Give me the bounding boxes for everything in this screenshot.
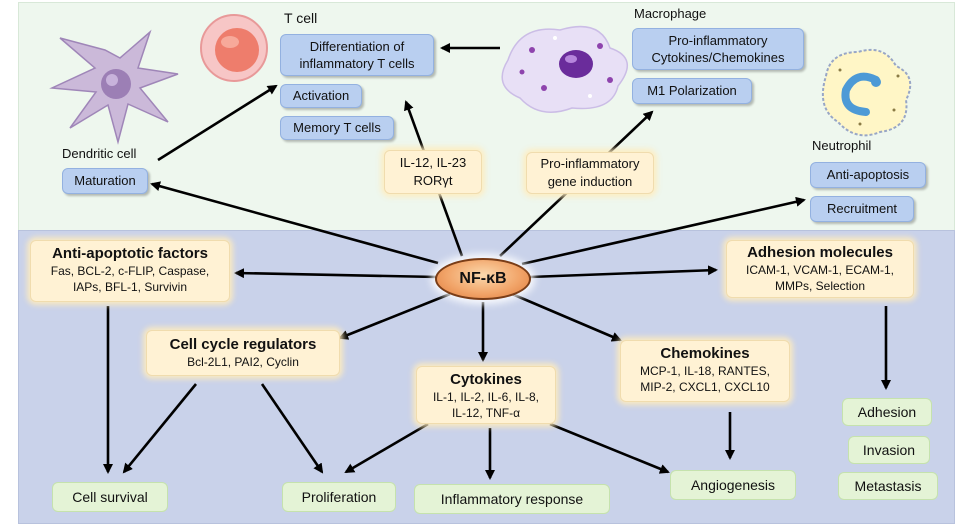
chemokines-title: Chemokines [660, 345, 750, 362]
nf-kb-node: NF-κB [435, 258, 531, 300]
proinflammatory-gene-label: Pro-inflammatory gene induction [526, 152, 654, 194]
neutrophil-recruitment: Recruitment [810, 196, 914, 222]
outcome-cell-survival: Cell survival [52, 482, 168, 512]
il12-connector-label: IL-12, IL-23 RORγt [384, 150, 482, 194]
anti-apoptotic-title: Anti-apoptotic factors [52, 245, 208, 262]
dendritic-cell-icon [49, 29, 179, 145]
neutrophil-anti-apoptosis: Anti-apoptosis [810, 162, 926, 188]
arrow-cell-cycle-to-proliferation [260, 383, 324, 474]
arrow-cytokines-to-proliferation [344, 422, 429, 474]
macrophage-cytokines: Pro-inflammatory Cytokines/Chemokines [632, 28, 804, 70]
t-cell-memory: Memory T cells [280, 116, 394, 140]
neutrophil-icon [822, 48, 912, 137]
macrophage-m1-polarization: M1 Polarization [632, 78, 752, 104]
cell-cycle-list: Bcl-2L1, PAI2, Cyclin [187, 355, 299, 369]
arrow-nfkb-to-chemokines [511, 292, 622, 342]
arrow-nfkb-to-dendritic [150, 181, 439, 265]
adhesion-molecules-module: Adhesion molecules ICAM-1, VCAM-1, ECAM-… [726, 240, 914, 298]
cell-cycle-title: Cell cycle regulators [169, 336, 317, 353]
anti-apoptotic-list: Fas, BCL-2, c-FLIP, Caspase, IAPs, BFL-1… [50, 264, 210, 294]
anti-apoptotic-module: Anti-apoptotic factors Fas, BCL-2, c-FLI… [30, 240, 230, 302]
t-cell-differentiation: Differentiation of inflammatory T cells [280, 34, 434, 76]
outcome-adhesion: Adhesion [842, 398, 932, 426]
chemokines-module: Chemokines MCP-1, IL-18, RANTES, MIP-2, … [620, 340, 790, 402]
outcome-metastasis: Metastasis [838, 472, 938, 500]
t-cell-icon [200, 14, 268, 82]
macrophage-icon [501, 25, 628, 113]
neutrophil-title: Neutrophil [812, 138, 872, 153]
arrow-nfkb-to-neutrophil [521, 196, 806, 266]
outcome-angiogenesis: Angiogenesis [670, 470, 796, 500]
arrow-dendritic-to-t-cell [157, 84, 278, 162]
t-cell-activation: Activation [280, 84, 362, 108]
cytokines-title: Cytokines [450, 371, 522, 388]
t-cell-title: T cell [284, 10, 318, 26]
dendritic-maturation: Maturation [62, 168, 148, 194]
arrow-nfkb-to-cell-cycle [338, 292, 451, 340]
cell-cycle-module: Cell cycle regulators Bcl-2L1, PAI2, Cyc… [146, 330, 340, 376]
outcome-proliferation: Proliferation [282, 482, 396, 512]
arrow-nfkb-to-adhesion [529, 265, 718, 279]
macrophage-title: Macrophage [634, 6, 707, 21]
cytokines-module: Cytokines IL-1, IL-2, IL-6, IL-8, IL-12,… [416, 366, 556, 424]
dendritic-cell-title: Dendritic cell [62, 146, 137, 161]
arrow-cytokines-to-angiogenesis [549, 422, 670, 474]
adhesion-molecules-title: Adhesion molecules [747, 244, 893, 261]
arrow-cell-cycle-to-survival [122, 383, 198, 474]
chemokines-list: MCP-1, IL-18, RANTES, MIP-2, CXCL1, CXCL… [639, 364, 771, 394]
outcome-invasion: Invasion [848, 436, 930, 464]
cytokines-list: IL-1, IL-2, IL-6, IL-8, IL-12, TNF-α [432, 390, 540, 420]
adhesion-molecules-list: ICAM-1, VCAM-1, ECAM-1, MMPs, Selection [745, 263, 895, 293]
outcome-inflammatory-response: Inflammatory response [414, 484, 610, 514]
arrow-nfkb-to-anti-apoptotic [234, 268, 439, 279]
